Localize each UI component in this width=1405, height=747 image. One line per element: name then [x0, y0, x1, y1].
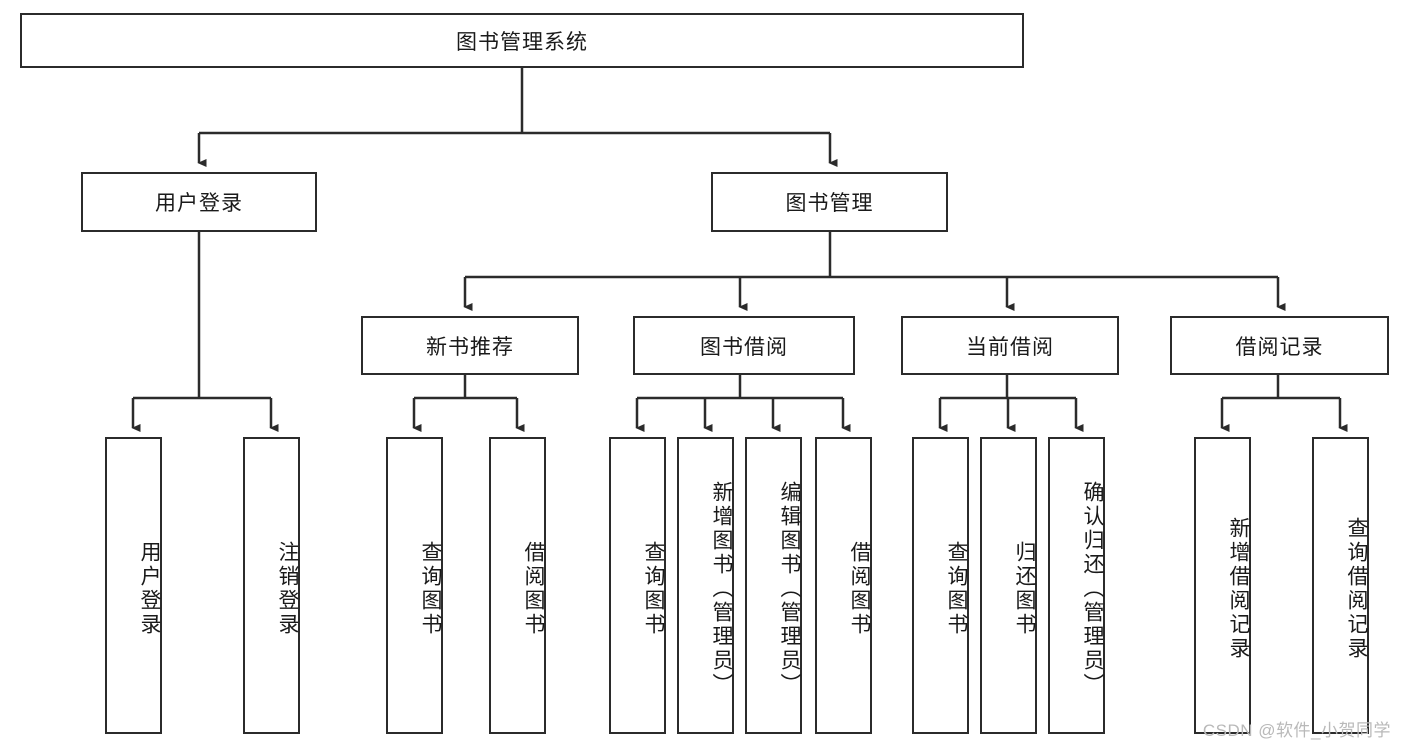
leaf-user-login-login[interactable]: 用户登录: [105, 437, 162, 734]
node-label: 查询图书: [945, 540, 968, 637]
leaf-current-borrow-query[interactable]: 查询图书: [912, 437, 969, 734]
node-root-system[interactable]: 图书管理系统: [20, 13, 1024, 68]
leaf-current-borrow-confirm-return[interactable]: 确认归还（管理员）: [1048, 437, 1105, 734]
node-label: 新书推荐: [426, 335, 514, 359]
node-label: 当前借阅: [966, 335, 1054, 359]
leaf-borrow-record-add[interactable]: 新增借阅记录: [1194, 437, 1251, 734]
node-user-login[interactable]: 用户登录: [81, 172, 317, 232]
node-label: 编辑图书（管理员）: [778, 480, 801, 697]
node-label: 借阅图书: [848, 540, 871, 637]
leaf-new-book-borrow[interactable]: 借阅图书: [489, 437, 546, 734]
leaf-book-borrow-edit[interactable]: 编辑图书（管理员）: [745, 437, 802, 734]
leaf-current-borrow-return[interactable]: 归还图书: [980, 437, 1037, 734]
node-label: 注销登录: [276, 540, 299, 637]
node-label: 图书管理: [785, 192, 874, 215]
node-current-borrow[interactable]: 当前借阅: [901, 316, 1119, 375]
node-label: 借阅记录: [1235, 335, 1324, 359]
node-label: 查询图书: [419, 540, 442, 637]
node-label: 借阅图书: [522, 540, 545, 637]
node-book-borrow[interactable]: 图书借阅: [633, 316, 855, 375]
node-label: 用户登录: [138, 540, 161, 637]
node-label: 图书管理系统: [456, 30, 588, 54]
leaf-book-borrow-add[interactable]: 新增图书（管理员）: [677, 437, 734, 734]
node-label: 确认归还（管理员）: [1081, 480, 1104, 697]
leaf-new-book-query[interactable]: 查询图书: [386, 437, 443, 734]
leaf-borrow-record-query[interactable]: 查询借阅记录: [1312, 437, 1369, 734]
node-label: 查询借阅记录: [1345, 516, 1368, 661]
leaf-book-borrow-borrow[interactable]: 借阅图书: [815, 437, 872, 734]
node-borrow-record[interactable]: 借阅记录: [1170, 316, 1389, 375]
node-label: 图书借阅: [700, 335, 788, 359]
leaf-book-borrow-query[interactable]: 查询图书: [609, 437, 666, 734]
node-label: 新增借阅记录: [1227, 516, 1250, 661]
node-label: 新增图书（管理员）: [710, 480, 733, 697]
leaf-user-login-logout[interactable]: 注销登录: [243, 437, 300, 734]
node-label: 用户登录: [155, 192, 243, 215]
node-label: 查询图书: [642, 540, 665, 637]
node-book-management[interactable]: 图书管理: [711, 172, 948, 232]
node-label: 归还图书: [1013, 540, 1036, 637]
node-new-book-recommend[interactable]: 新书推荐: [361, 316, 579, 375]
